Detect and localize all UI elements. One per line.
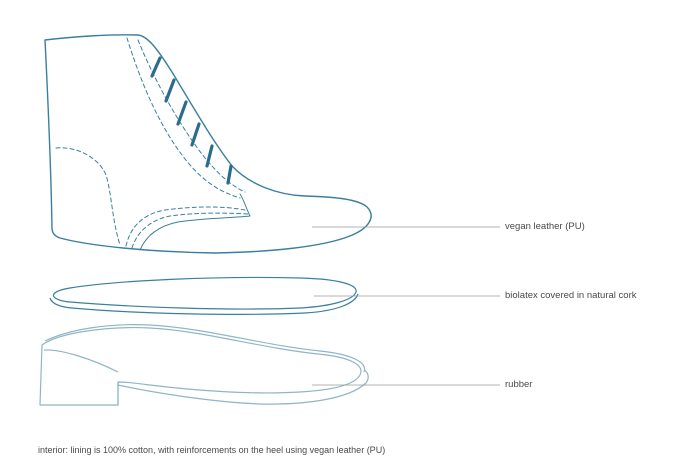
insole-top — [52, 276, 357, 310]
sole-top-ridge — [44, 324, 366, 373]
insole-bottom-edge — [49, 293, 359, 315]
insole — [49, 276, 359, 315]
toe-seam-inner — [131, 212, 249, 249]
toe-seam-outer — [125, 206, 246, 247]
boot-upper-outline — [44, 34, 372, 254]
sole-body — [39, 327, 362, 406]
collar-stitch — [126, 37, 241, 199]
lace-4 — [190, 122, 201, 147]
lace-6 — [226, 164, 233, 185]
label-sole: rubber — [505, 379, 533, 390]
sole-bottom-edge — [117, 369, 369, 405]
label-upper: vegan leather (PU) — [505, 221, 585, 232]
lace-1 — [150, 56, 162, 78]
lace-3 — [176, 100, 188, 126]
vamp-seam — [139, 193, 251, 251]
heel-top-line — [43, 349, 119, 373]
label-insole: biolatex covered in natural cork — [505, 290, 637, 301]
interior-footnote: interior: lining is 100% cotton, with re… — [38, 445, 386, 455]
lace-5 — [205, 144, 214, 168]
outsole — [39, 324, 369, 406]
boot-upper — [44, 34, 372, 254]
heel-counter-seam — [55, 147, 121, 246]
eyelet-stitch — [137, 39, 246, 193]
leader-lines — [312, 226, 500, 386]
lace-2 — [164, 78, 176, 103]
laces — [150, 56, 233, 185]
